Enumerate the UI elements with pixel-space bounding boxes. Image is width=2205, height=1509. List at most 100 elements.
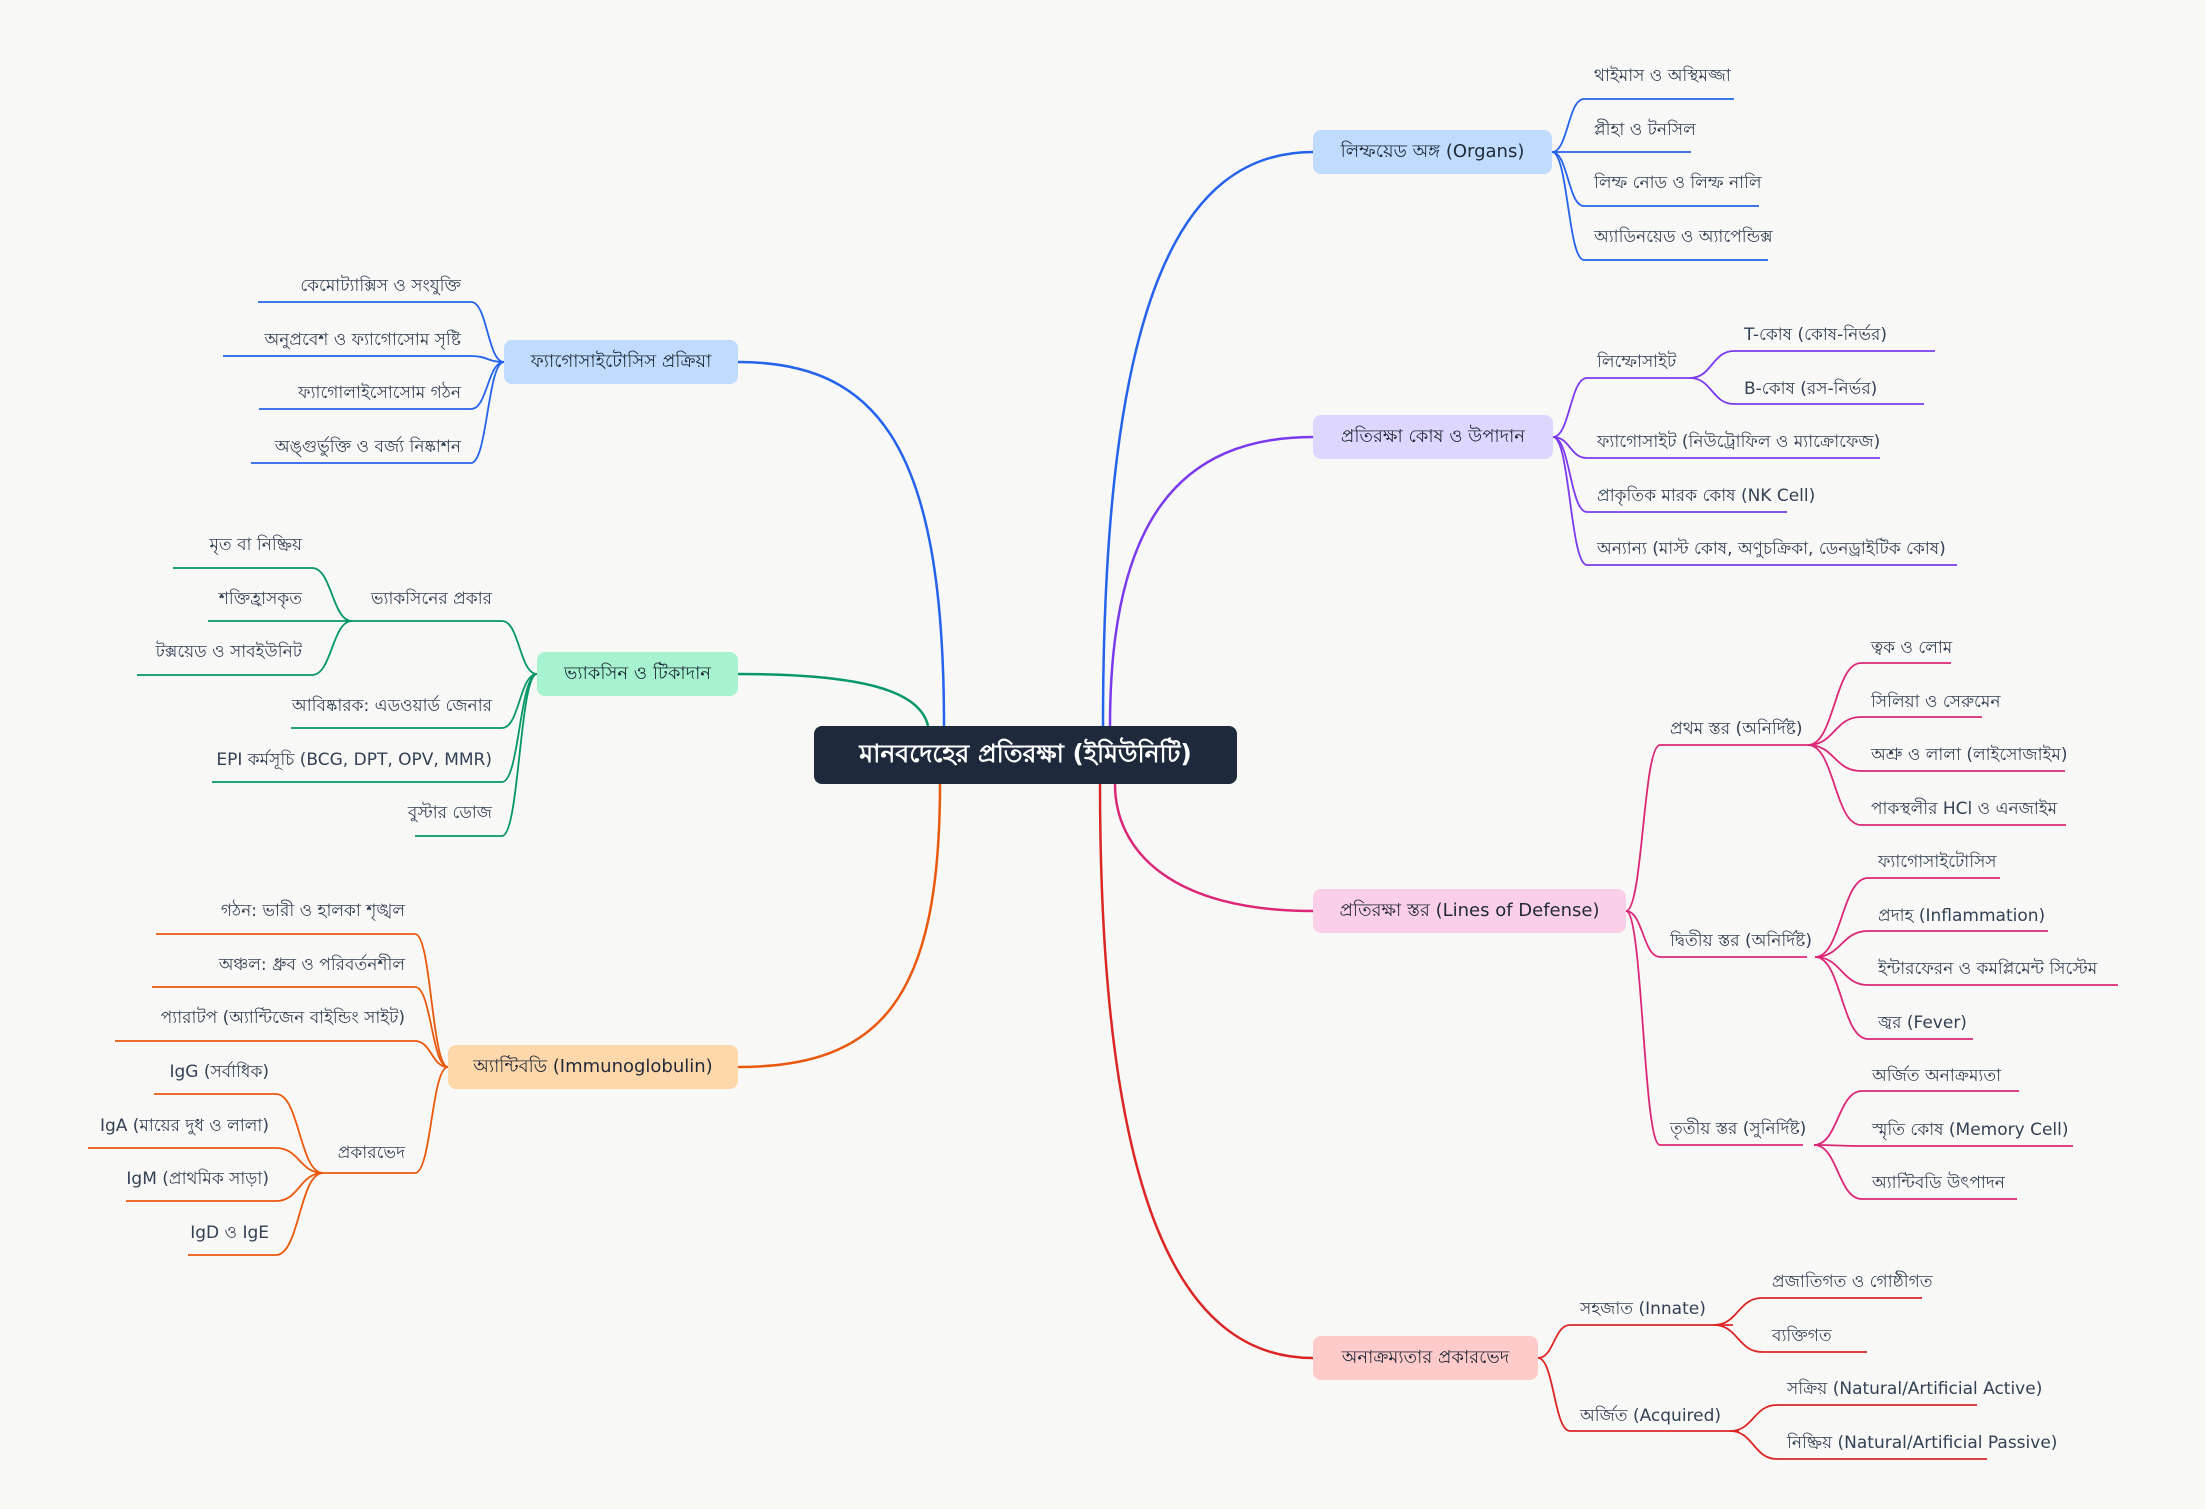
leaf-organs-2[interactable]: প্লীহা ও টনসিল	[1594, 120, 1696, 140]
leaf-antibody-1[interactable]: গঠন: ভারী ও হালকা শৃঙ্খল	[220, 901, 405, 921]
leaf-organs-3[interactable]: লিম্ফ নোড ও লিম্ফ নালি	[1594, 173, 1762, 193]
link-phago-1	[258, 301, 505, 363]
sub-second-line[interactable]: দ্বিতীয় স্তর (অনির্দিষ্ট)	[1670, 931, 1812, 951]
leaf-vaccine-kind-2[interactable]: শক্তিহ্রাসকৃত	[218, 589, 302, 609]
root-node[interactable]: মানবদেহের প্রতিরক্ষা (ইমিউনিটি)	[814, 726, 1237, 784]
leaf-third-2[interactable]: স্মৃতি কোষ (Memory Cell)	[1872, 1120, 2069, 1140]
link-types-sub-2	[1537, 1357, 1739, 1432]
branch-defense[interactable]: প্রতিরক্ষা স্তর (Lines of Defense)	[1313, 889, 1626, 933]
leaf-vaccine-3[interactable]: বুস্টার ডোজ	[407, 803, 492, 823]
leaf-acquired-1[interactable]: সক্রিয় (Natural/Artificial Active)	[1787, 1379, 2043, 1399]
leaf-first-2[interactable]: সিলিয়া ও সেরুমেন	[1871, 692, 2001, 712]
link-vaccine-kinds	[350, 620, 538, 675]
leaf-vaccine-1[interactable]: আবিষ্কারক: এডওয়ার্ড জেনার	[291, 696, 492, 716]
link-cells-3	[1552, 436, 1957, 566]
link-organs-4	[1551, 151, 1768, 261]
link-antibody-class-2	[88, 1147, 324, 1174]
sub-vaccine-kinds[interactable]: ভ্যাকসিনের প্রকার	[370, 589, 492, 609]
link-antibody-class-4	[188, 1172, 324, 1256]
link-defense-sub-3	[1625, 910, 1803, 1146]
leaf-first-3[interactable]: অশ্রু ও লালা (লাইসোজাইম)	[1871, 745, 2068, 765]
leaf-antibody-3[interactable]: প্যারাটপ (অ্যান্টিজেন বাইন্ডিং সাইট)	[160, 1008, 405, 1028]
leaf-antibody-class-1[interactable]: IgG (সর্বাধিক)	[169, 1062, 269, 1082]
link-cells-lymph	[1552, 377, 1690, 438]
link-second-2	[1814, 930, 2048, 958]
sub-antibody-classes[interactable]: প্রকারভেদ	[337, 1143, 405, 1163]
link-antibody-classes	[318, 1066, 449, 1174]
leaf-second-1[interactable]: ফ্যাগোসাইটোসিস	[1878, 852, 1997, 872]
leaf-vaccine-kind-1[interactable]: মৃত বা নিষ্ক্রিয়	[209, 535, 302, 555]
link-vaccine-kind-3	[137, 620, 353, 676]
leaf-organs-1[interactable]: থাইমাস ও অস্থিমজ্জা	[1594, 66, 1731, 86]
leaf-phago-3[interactable]: ফ্যাগোলাইসোসোম গঠন	[298, 383, 461, 403]
branch-cells[interactable]: প্রতিরক্ষা কোষ ও উপাদান	[1313, 415, 1553, 459]
branch-organs[interactable]: লিম্ফয়েড অঙ্গ (Organs)	[1313, 130, 1552, 174]
link-innate-2	[1713, 1324, 1867, 1353]
sub-first-line[interactable]: প্রথম স্তর (অনির্দিষ্ট)	[1670, 719, 1803, 739]
leaf-antibody-class-3[interactable]: IgM (প্রাথমিক সাড়া)	[126, 1169, 269, 1189]
leaf-antibody-2[interactable]: অঞ্চল: ধ্রুব ও পরিবর্তনশীল	[218, 955, 405, 975]
link-organs-1	[1551, 98, 1734, 153]
link-innate-1	[1713, 1297, 1922, 1326]
leaf-innate-2[interactable]: ব্যক্তিগত	[1772, 1326, 1832, 1346]
leaf-cells-1[interactable]: ফ্যাগোসাইট (নিউট্রোফিল ও ম্যাক্রোফেজ)	[1597, 432, 1881, 452]
link-defense-sub-2	[1625, 910, 1807, 958]
link-root-vaccine	[737, 672, 930, 727]
leaf-third-3[interactable]: অ্যান্টিবডি উৎপাদন	[1872, 1173, 2005, 1193]
link-phago-3	[259, 361, 505, 410]
link-second-3	[1814, 956, 2118, 986]
leaf-antibody-class-2[interactable]: IgA (মায়ের দুধ ও লালা)	[99, 1116, 269, 1136]
sub-lymphocyte[interactable]: লিম্ফোসাইট	[1597, 352, 1677, 372]
leaf-phago-2[interactable]: অনুপ্রবেশ ও ফ্যাগোসোম সৃষ্টি	[264, 330, 461, 350]
link-antibody-1	[156, 933, 449, 1068]
leaf-organs-4[interactable]: অ্যাডিনয়েড ও অ্যাপেন্ডিক্স	[1594, 227, 1773, 247]
branch-phagocytosis[interactable]: ফ্যাগোসাইটোসিস প্রক্রিয়া	[504, 340, 738, 384]
branch-antibody[interactable]: অ্যান্টিবডি (Immunoglobulin)	[448, 1045, 738, 1089]
branch-vaccine[interactable]: ভ্যাকসিন ও টিকাদান	[537, 652, 738, 696]
link-defense-sub-1	[1625, 744, 1808, 912]
link-first-3	[1807, 744, 2065, 772]
leaf-vaccine-2[interactable]: EPI কর্মসূচি (BCG, DPT, OPV, MMR)	[216, 750, 492, 770]
leaf-second-2[interactable]: প্রদাহ (Inflammation)	[1878, 906, 2046, 926]
link-vaccine-3	[415, 673, 538, 837]
leaf-cells-2[interactable]: প্রাকৃতিক মারক কোষ (NK Cell)	[1597, 486, 1816, 506]
sub-third-line[interactable]: তৃতীয় স্তর (সুনির্দিষ্ট)	[1670, 1119, 1807, 1139]
leaf-first-4[interactable]: পাকস্থলীর HCl ও এনজাইম	[1871, 799, 2058, 819]
leaf-second-3[interactable]: ইন্টারফেরন ও কমপ্লিমেন্ট সিস্টেম	[1878, 959, 2098, 979]
link-first-4	[1807, 744, 2066, 826]
leaf-phago-1[interactable]: কেমোট্যাক্সিস ও সংযুক্তি	[300, 276, 461, 296]
leaf-b-cell[interactable]: B-কোষ (রস-নির্ভর)	[1744, 379, 1878, 399]
link-phago-2	[223, 355, 505, 363]
link-acquired-1	[1729, 1404, 1977, 1432]
leaf-third-1[interactable]: অর্জিত অনাক্রম্যতা	[1872, 1066, 2002, 1086]
leaf-t-cell[interactable]: T-কোষ (কোষ-নির্ভর)	[1744, 325, 1887, 345]
sub-acquired[interactable]: অর্জিত (Acquired)	[1580, 1406, 1722, 1426]
link-types-sub-1	[1537, 1324, 1733, 1359]
link-antibody-class-1	[154, 1093, 324, 1174]
leaf-cells-3[interactable]: অন্যান্য (মাস্ট কোষ, অণুচক্রিকা, ডেনড্রা…	[1597, 539, 1946, 559]
link-vaccine-kind-1	[173, 567, 353, 622]
leaf-first-1[interactable]: ত্বক ও লোম	[1871, 638, 1953, 658]
link-vaccine-1	[291, 673, 538, 729]
leaf-acquired-2[interactable]: নিষ্ক্রিয় (Natural/Artificial Passive)	[1787, 1433, 2058, 1453]
link-root-antibody	[737, 783, 942, 1069]
link-root-phago	[737, 360, 946, 727]
link-antibody-3	[115, 1040, 449, 1068]
link-lymph-1	[1689, 350, 1935, 379]
link-antibody-2	[152, 986, 449, 1068]
link-first-2	[1807, 716, 1982, 746]
link-first-1	[1807, 662, 1951, 746]
leaf-innate-1[interactable]: প্রজাতিগত ও গোষ্ঠীগত	[1772, 1272, 1933, 1292]
leaf-antibody-class-4[interactable]: IgD ও IgE	[190, 1223, 269, 1243]
link-third-2	[1813, 1144, 2073, 1147]
leaf-vaccine-kind-3[interactable]: টক্সয়েড ও সাবইউনিট	[155, 642, 302, 662]
link-root-types	[1098, 783, 1314, 1360]
link-third-3	[1813, 1144, 2017, 1200]
leaf-second-4[interactable]: জ্বর (Fever)	[1878, 1013, 1967, 1033]
branch-types[interactable]: অনাক্রম্যতার প্রকারভেদ	[1313, 1336, 1538, 1380]
leaf-phago-4[interactable]: অঙ্গুর্ভুক্তি ও বর্জ্য নিষ্কাশন	[274, 437, 461, 457]
link-acquired-2	[1729, 1430, 1987, 1460]
sub-innate[interactable]: সহজাত (Innate)	[1580, 1299, 1706, 1319]
